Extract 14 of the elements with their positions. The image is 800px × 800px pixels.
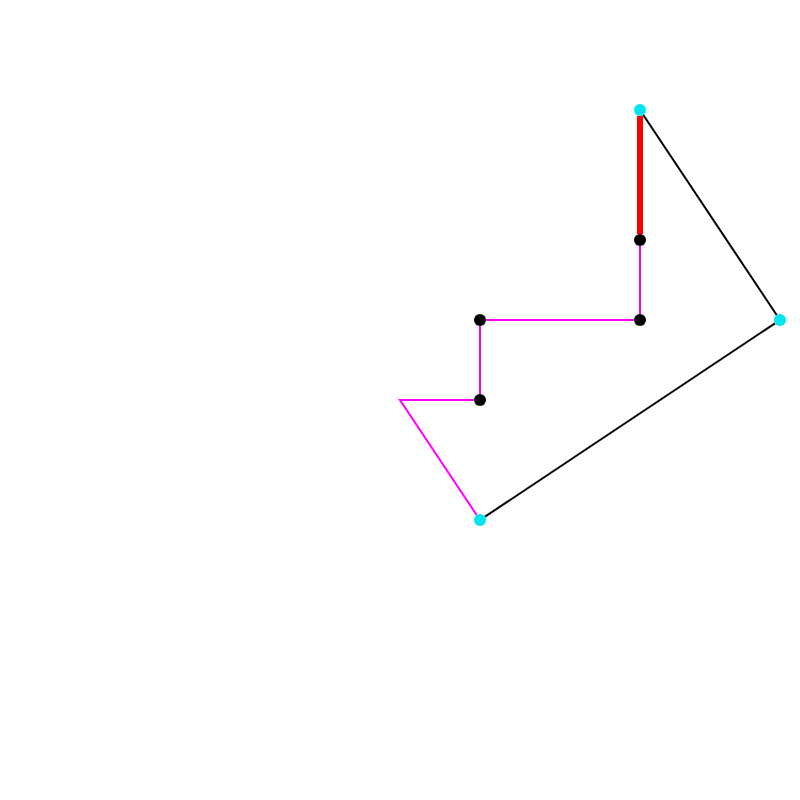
- point-marker: [634, 234, 646, 246]
- point-marker: [634, 104, 646, 116]
- line-segment: [639, 245, 641, 315]
- point-marker: [474, 314, 486, 326]
- line-segment: [637, 116, 643, 234]
- line-segment: [484, 322, 776, 518]
- point-marker: [474, 394, 486, 406]
- point-marker: [774, 314, 786, 326]
- line-segment: [485, 319, 635, 321]
- point-marker: [634, 314, 646, 326]
- line-segment: [479, 325, 481, 395]
- line-segment: [398, 399, 478, 516]
- point-marker: [474, 514, 486, 526]
- line-segment: [642, 114, 778, 316]
